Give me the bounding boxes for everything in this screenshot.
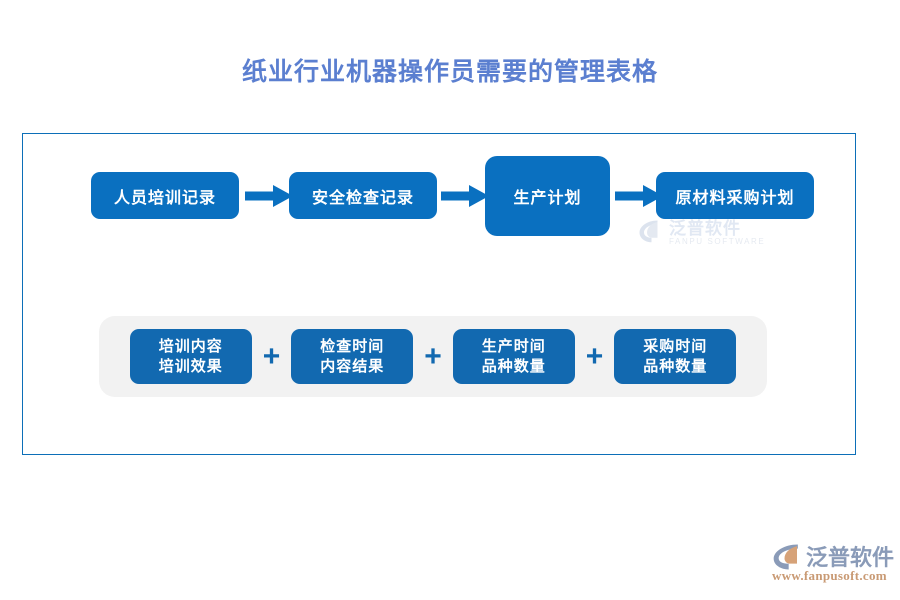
detail-line-1: 生产时间 [481, 338, 546, 356]
detail-box-training[interactable]: 培训内容 培训效果 [129, 329, 252, 384]
detail-line-1: 采购时间 [643, 338, 708, 356]
plus-separator-3: + [585, 339, 604, 373]
detail-box-production[interactable]: 生产时间 品种数量 [452, 329, 575, 384]
detail-row: 培训内容 培训效果 + 检查时间 内容结果 + 生产时间 品种数量 + 采购时间… [99, 316, 767, 397]
detail-box-inspection[interactable]: 检查时间 内容结果 [291, 329, 414, 384]
flow-arrow-1-icon [245, 185, 293, 207]
flow-arrow-2-icon [441, 185, 489, 207]
detail-line-2: 品种数量 [481, 357, 546, 375]
flow-arrow-3-icon [615, 185, 663, 207]
flow-box-raw-material-purchase-plan[interactable]: 原材料采购计划 [656, 172, 814, 219]
detail-line-2: 品种数量 [643, 357, 708, 375]
detail-line-1: 培训内容 [158, 338, 223, 356]
flow-row: 人员培训记录 安全检查记录 生产计划 原材料采购计划 [23, 134, 857, 274]
detail-line-2: 培训效果 [158, 357, 223, 375]
brand-url: www.fanpusoft.com [772, 568, 887, 583]
flow-box-production-plan[interactable]: 生产计划 [485, 156, 610, 236]
plus-separator-1: + [262, 339, 281, 373]
detail-band: 培训内容 培训效果 + 检查时间 内容结果 + 生产时间 品种数量 + 采购时间… [99, 316, 767, 397]
detail-box-purchase[interactable]: 采购时间 品种数量 [614, 329, 737, 384]
flow-box-personnel-training-record[interactable]: 人员培训记录 [91, 172, 239, 219]
detail-line-2: 内容结果 [320, 357, 385, 375]
plus-separator-2: + [424, 339, 442, 373]
detail-line-1: 检查时间 [320, 338, 385, 356]
brand-logo: 泛普软件 www.fanpusoft.com [770, 540, 895, 588]
diagram-frame: 泛普软件 FANPU SOFTWARE 人员培训记录 安全检查记录 生产计划 原… [22, 133, 856, 455]
fanpu-logo-icon [773, 544, 798, 570]
page-title: 纸业行业机器操作员需要的管理表格 [241, 58, 658, 86]
flow-box-safety-inspection-record[interactable]: 安全检查记录 [289, 172, 437, 219]
brand-name: 泛普软件 [806, 545, 895, 570]
